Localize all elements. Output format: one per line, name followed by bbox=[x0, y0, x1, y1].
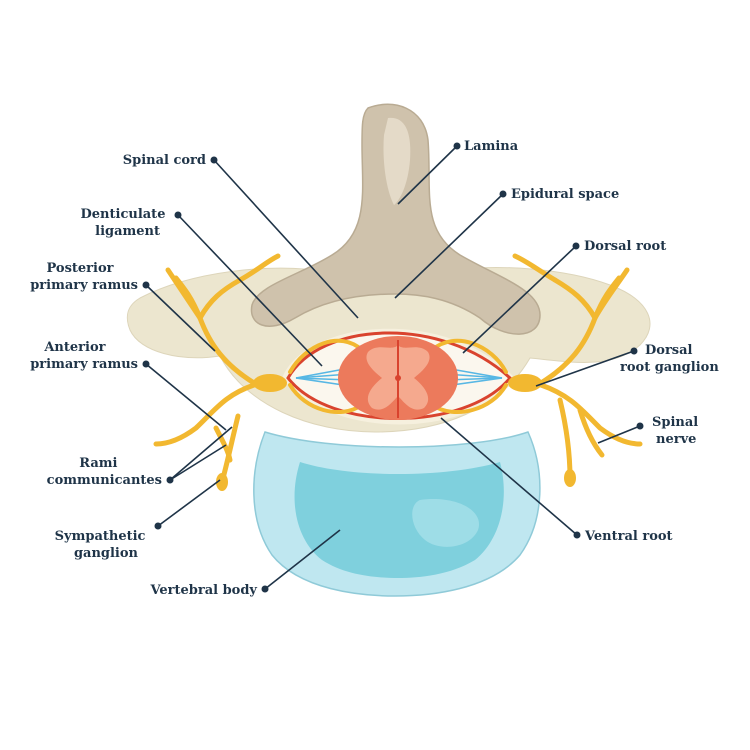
label-rami-line-1: Rami bbox=[79, 456, 117, 471]
label-rami-communicantes: Rami communicantes bbox=[47, 456, 162, 488]
label-spinal-cord: Spinal cord bbox=[123, 153, 206, 168]
label-spinal-nerve-line-1: Spinal bbox=[652, 415, 698, 430]
nucleus-pulposus bbox=[294, 462, 504, 578]
label-posterior-line-2: primary ramus bbox=[30, 278, 138, 293]
label-anterior-line-2: primary ramus bbox=[30, 357, 138, 372]
label-drg-line-1: Dorsal bbox=[645, 343, 693, 358]
label-denticulate-line-1: Denticulate bbox=[81, 207, 166, 222]
label-denticulate-ligament: Denticulate ligament bbox=[81, 207, 170, 239]
label-vertebral-body: Vertebral body bbox=[149, 583, 257, 598]
label-drg-line-2: root ganglion bbox=[620, 360, 719, 375]
dorsal-root-ganglion-left bbox=[253, 374, 287, 392]
label-lamina: Lamina bbox=[464, 139, 519, 154]
leader-dots bbox=[142, 142, 644, 593]
label-sympathetic-line-2: ganglion bbox=[74, 546, 139, 561]
label-spinal-nerve-line-2: nerve bbox=[656, 432, 696, 447]
label-denticulate-line-2: ligament bbox=[95, 224, 160, 239]
label-anterior-primary-ramus: Anterior primary ramus bbox=[30, 340, 138, 372]
dorsal-root-ganglion-right bbox=[508, 374, 542, 392]
peripheral-nerves bbox=[153, 253, 643, 485]
label-dorsal-root-ganglion: Dorsal root ganglion bbox=[620, 343, 719, 375]
nucleus-highlight bbox=[412, 499, 480, 547]
lamina-bone bbox=[250, 103, 541, 335]
label-rami-line-2: communicantes bbox=[47, 473, 162, 488]
label-sympathetic-ganglion: Sympathetic ganglion bbox=[55, 529, 150, 561]
labels: Lamina Spinal cord Epidural space Dentic… bbox=[30, 139, 719, 598]
lamina-highlight bbox=[383, 117, 411, 205]
label-sympathetic-line-1: Sympathetic bbox=[55, 529, 146, 544]
central-canal bbox=[395, 375, 401, 381]
sympathetic-ganglion-body bbox=[216, 473, 228, 491]
sympathetic-ganglion-right bbox=[564, 469, 576, 487]
label-epidural-space: Epidural space bbox=[511, 187, 619, 202]
label-posterior-primary-ramus: Posterior primary ramus bbox=[30, 261, 138, 293]
label-ventral-root: Ventral root bbox=[584, 529, 673, 544]
label-dorsal-root: Dorsal root bbox=[584, 239, 666, 254]
label-posterior-line-1: Posterior bbox=[46, 261, 113, 276]
leader-lines bbox=[145, 145, 641, 590]
illustration bbox=[126, 103, 651, 597]
label-spinal-nerve: Spinal nerve bbox=[652, 415, 703, 447]
label-anterior-line-1: Anterior bbox=[43, 340, 105, 355]
